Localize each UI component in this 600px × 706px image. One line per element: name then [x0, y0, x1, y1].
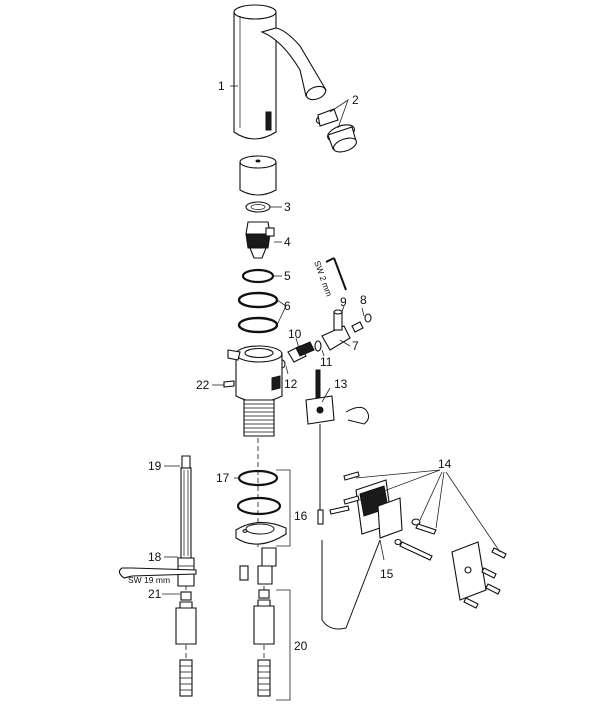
part-15-battery-box	[321, 479, 403, 630]
label-2: 2	[352, 93, 359, 107]
label-15: 15	[380, 567, 394, 581]
part-13-electronic-module	[305, 369, 370, 525]
part-16-mounting-set	[235, 496, 287, 545]
part-21-washer	[180, 589, 270, 601]
hex-key-tool: SW 2 mm	[312, 257, 347, 298]
label-8: 8	[360, 293, 367, 307]
part-11-o-ring	[314, 340, 322, 352]
label-11: 11	[320, 355, 333, 369]
label-13: 13	[334, 377, 348, 391]
main-housing	[227, 345, 283, 437]
part-labels: 1 2 3 4 5 6 7 8 9 10 11 12 13 14 15 16 1…	[148, 79, 452, 653]
part-3-clip	[245, 201, 271, 213]
part-19-hose	[180, 455, 192, 559]
label-5: 5	[284, 269, 291, 283]
label-9: 9	[340, 295, 347, 309]
label-19: 19	[148, 459, 162, 473]
part-4-valve	[245, 221, 275, 259]
label-7: 7	[352, 339, 359, 353]
label-22: 22	[196, 378, 210, 392]
wrench-label: SW 19 mm	[128, 575, 170, 585]
part-8-cap	[364, 313, 372, 323]
part-22-screw	[223, 380, 235, 388]
part-6-o-rings	[237, 291, 279, 334]
part-1-spout-body	[233, 4, 327, 140]
label-18: 18	[148, 550, 162, 564]
cartridge-cap	[239, 155, 277, 196]
label-12: 12	[284, 377, 298, 391]
part-14-screws-bracket	[329, 471, 507, 609]
label-16: 16	[294, 509, 308, 523]
part-2-aerator	[315, 108, 358, 153]
part-5-o-ring	[241, 268, 275, 284]
label-3: 3	[284, 200, 291, 214]
part-9-screw	[351, 321, 364, 333]
label-1: 1	[218, 79, 225, 93]
part-10-nipple	[287, 341, 315, 363]
label-21: 21	[148, 587, 162, 601]
label-6: 6	[284, 299, 291, 313]
label-10: 10	[288, 327, 302, 341]
wrench-tool: SW 19 mm	[118, 567, 197, 585]
valve-fitting	[239, 547, 277, 585]
label-14: 14	[438, 457, 452, 471]
label-4: 4	[284, 235, 291, 249]
label-17: 17	[216, 471, 230, 485]
hex-key-label: SW 2 mm	[312, 259, 334, 297]
label-20: 20	[294, 639, 308, 653]
part-7-valve-body	[321, 309, 351, 351]
part-20-check-valves	[175, 599, 275, 697]
callout-lines	[162, 85, 501, 701]
